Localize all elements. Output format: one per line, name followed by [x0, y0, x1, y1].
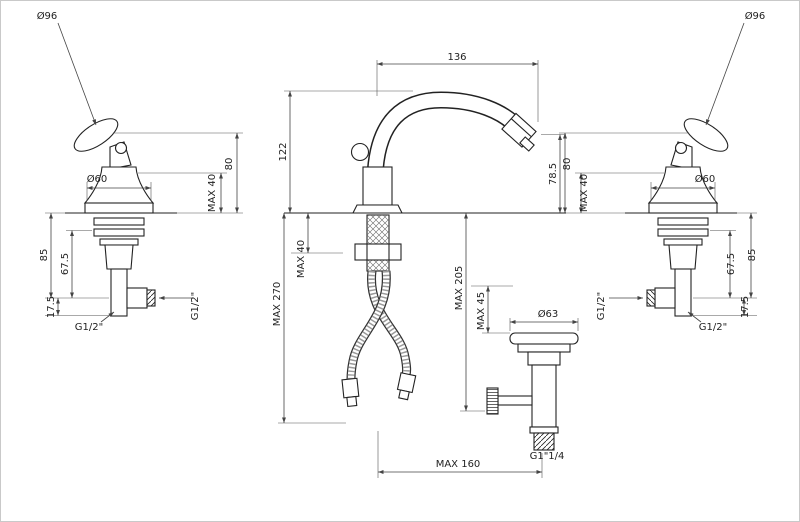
dim-label-right-max40: MAX 40 [579, 174, 590, 212]
center-dimensions [278, 60, 579, 478]
dim-label-max270: MAX 270 [272, 282, 283, 327]
right-handle-dimensions [559, 23, 757, 322]
dim-label-dia63: Ø63 [538, 308, 559, 320]
dim-label-right-80: 80 [562, 158, 573, 171]
dim-label-max45: MAX 45 [476, 292, 487, 330]
dim-label-center-max40: MAX 40 [296, 240, 307, 278]
dim-label-left-max40: MAX 40 [207, 174, 218, 212]
dim-label-right-85: 85 [747, 249, 758, 262]
dim-label-right-17-5: 17.5 [740, 296, 751, 318]
right-handle-drawing [624, 112, 738, 317]
dim-label-left-85: 85 [39, 249, 50, 262]
dim-label-g1-14: G1"1/4 [530, 451, 565, 462]
dim-label-left-g12-side: G1/2" [190, 292, 201, 320]
dim-label-left-17-5: 17.5 [46, 296, 57, 318]
dim-label-right-dia96: Ø96 [745, 10, 766, 22]
dim-label-right-g12-bottom: G1/2" [699, 322, 727, 333]
dim-label-136: 136 [447, 52, 466, 63]
dim-label-left-67-5: 67.5 [60, 253, 71, 275]
left-handle-drawing [65, 118, 177, 317]
dim-label-left-g12-bottom: G1/2" [75, 322, 103, 333]
dim-label-122: 122 [278, 142, 289, 161]
dim-label-78-5: 78.5 [548, 163, 559, 185]
dim-label-max160: MAX 160 [436, 459, 481, 470]
spout-drawing [284, 91, 566, 408]
dim-label-right-g12-side: G1/2" [596, 292, 607, 320]
dim-label-right-67-5: 67.5 [726, 253, 737, 275]
dim-label-left-80: 80 [224, 158, 235, 171]
drain-drawing [471, 285, 579, 451]
dim-label-left-dia60: Ø60 [87, 173, 108, 185]
dim-label-left-dia96: Ø96 [37, 10, 58, 22]
dim-label-max205: MAX 205 [454, 266, 465, 311]
left-handle-dimensions [45, 22, 243, 323]
dim-label-right-dia60: Ø60 [695, 173, 716, 185]
